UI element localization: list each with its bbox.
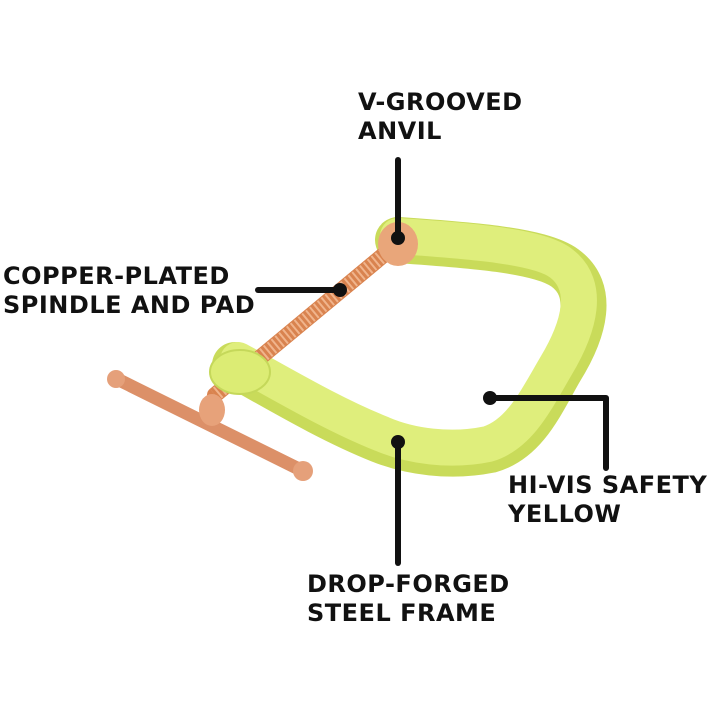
color-label-line1: HI-VIS SAFETY	[508, 471, 708, 499]
anvil-callout-label: V-GROOVED ANVIL	[358, 88, 523, 146]
color-callout-label: HI-VIS SAFETY YELLOW	[508, 471, 707, 529]
spindle-callout-dot	[333, 283, 347, 297]
handle-end	[107, 370, 125, 388]
frame-callout-dot	[391, 435, 405, 449]
anvil-callout-dot	[391, 231, 405, 245]
spindle-hub	[199, 394, 225, 426]
anvil-label-line1: V-GROOVED	[358, 88, 523, 116]
color-callout-line	[487, 395, 609, 471]
frame-label-line1: DROP-FORGED	[307, 570, 510, 598]
color-callout-dot	[483, 391, 497, 405]
clamp-frame-highlight	[220, 218, 597, 466]
handle-end	[293, 461, 313, 481]
frame-boss	[209, 349, 271, 395]
frame-callout-label: DROP-FORGED STEEL FRAME	[307, 570, 510, 628]
color-label-line2: YELLOW	[508, 500, 622, 528]
frame-label-line2: STEEL FRAME	[307, 599, 497, 627]
spindle-callout-label: COPPER-PLATED SPINDLE AND PAD	[3, 262, 255, 320]
anvil-label-line2: ANVIL	[358, 117, 442, 145]
spindle-label-line1: COPPER-PLATED	[3, 262, 230, 290]
spindle-label-line2: SPINDLE AND PAD	[3, 291, 256, 319]
